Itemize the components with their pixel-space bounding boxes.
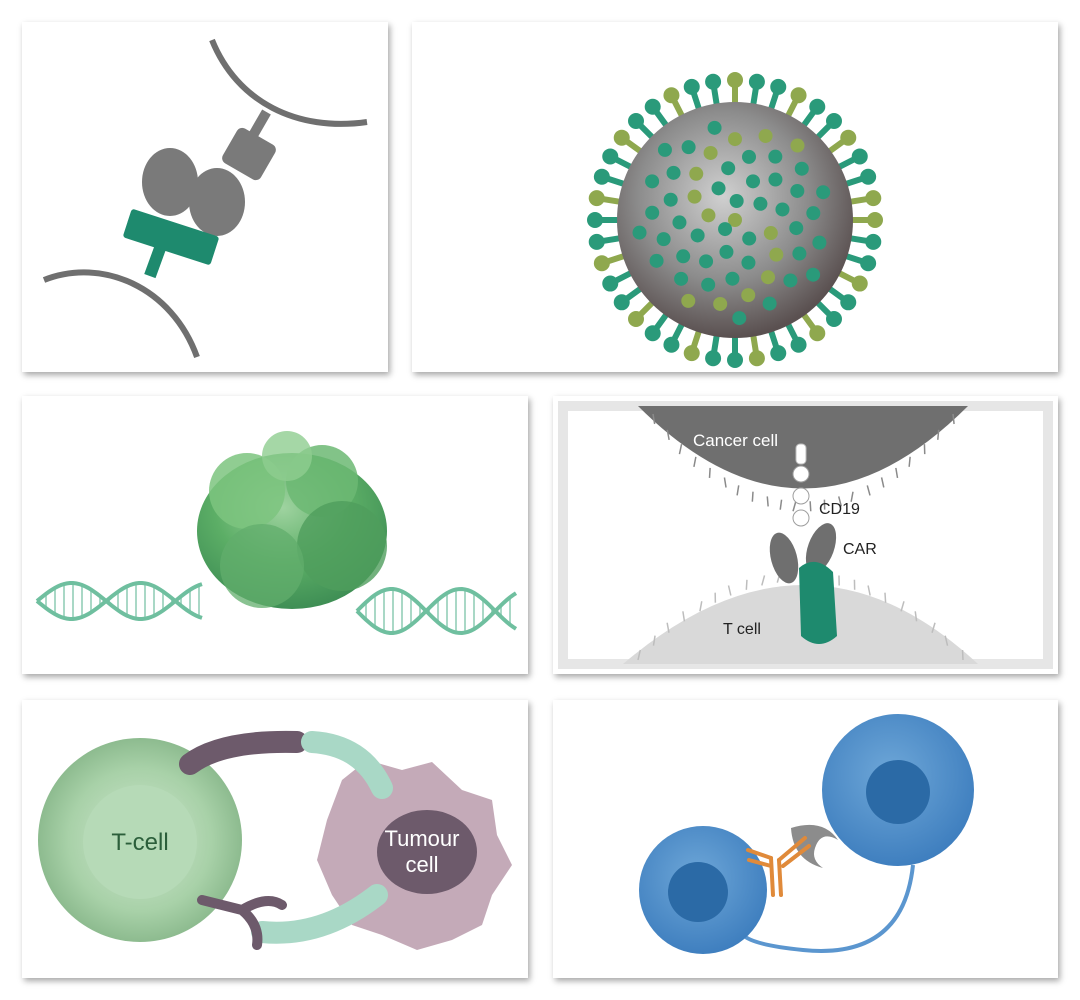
card-tcell-tumour: T-cell Tumour cell — [22, 700, 528, 978]
lower-cell-membrane — [44, 272, 197, 357]
card-receptor-binding — [22, 22, 388, 372]
tumour-label-line2: cell — [405, 852, 438, 877]
card-virus — [412, 22, 1058, 372]
card-protein-dna — [22, 396, 528, 674]
card-car-t: Cancer cell CD19 CAR T cell — [553, 396, 1058, 674]
binding-domain-right — [189, 168, 245, 236]
tcell-tumour-diagram: T-cell Tumour cell — [22, 700, 528, 978]
car-t-diagram: Cancer cell CD19 CAR T cell — [553, 396, 1058, 674]
dna-strand-left — [37, 583, 202, 619]
cancer-cell-label: Cancer cell — [693, 431, 778, 450]
antibody-cells-diagram — [553, 700, 1058, 978]
card-antibody-cells — [553, 700, 1058, 978]
cd19-label: CD19 — [819, 501, 860, 518]
large-cell-nucleus — [866, 760, 930, 824]
ligand-stem — [144, 246, 166, 278]
car-label: CAR — [843, 541, 877, 558]
small-cell-nucleus — [668, 862, 728, 922]
protein-dna-illustration — [22, 396, 528, 674]
protein-complex — [197, 431, 387, 609]
receptor-binding-diagram — [22, 22, 388, 372]
dna-strand-right — [357, 589, 516, 633]
upper-cell-membrane — [212, 40, 367, 124]
receptor-arm-top — [190, 742, 297, 764]
t-cell-label: T-cell — [111, 829, 168, 856]
cell-connection-line — [743, 865, 913, 951]
virus-illustration — [412, 22, 1058, 372]
tumour-label-line1: Tumour — [385, 826, 460, 851]
t-cell-label: T cell — [723, 621, 761, 638]
